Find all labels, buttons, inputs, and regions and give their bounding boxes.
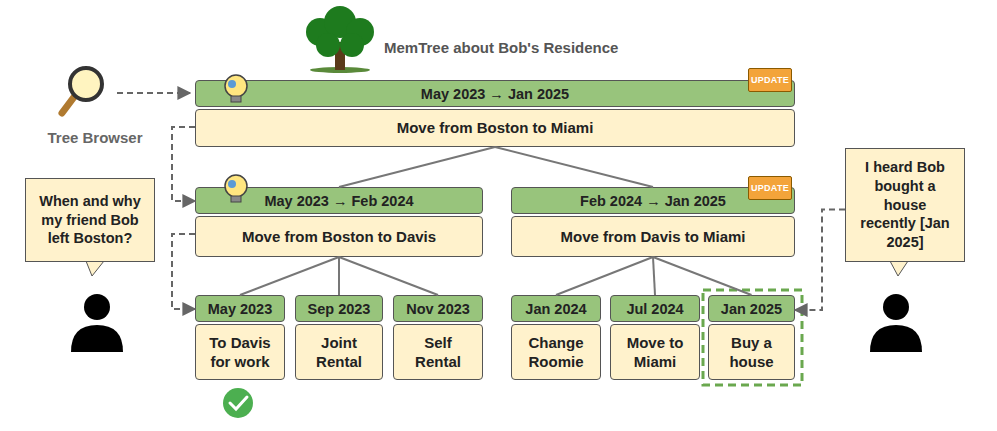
tree-link [653,257,752,295]
time-range: May 2023 [195,295,285,322]
time-range: Sep 2023 [295,295,383,322]
event-text: Move from Boston to Davis [195,216,483,257]
event-text: Move from Boston to Miami [195,109,795,147]
person-box [35,258,160,380]
memory-node: Jan 2025Buy a house [708,295,795,380]
time-range: Jul 2024 [610,295,700,322]
bubble-tail [86,261,104,276]
bubble-tail [890,261,908,276]
person-body [870,325,922,352]
person-head [84,294,110,320]
bulb-gear [228,180,236,188]
speech-text: When and why my friend Bob left Boston? [25,178,155,262]
lightbulb-icon [225,175,247,202]
tree-link [495,147,653,187]
tree-link [338,257,340,295]
browse-arrow [795,210,845,310]
time-range: Jan 2025 [708,295,795,322]
speech-text: I heard Bob bought a house recently [Jan… [845,148,965,262]
person-head [883,294,909,320]
memory-node: May 2023 → Jan 2025Move from Boston to M… [195,80,795,147]
bulb-base [231,196,241,202]
event-text: Change Roomie [511,324,601,380]
tree-foliage [346,18,374,46]
time-range: May 2023 → Jan 2025 [195,80,795,107]
time-range: Nov 2023 [393,295,483,322]
time-range: May 2023 → Feb 2024 [195,187,483,214]
lightbulb-icon [225,75,247,102]
tree-link [240,257,339,295]
tree-link [339,147,495,187]
tree-icon [306,6,374,73]
highlight-frame [703,290,802,385]
speech-bubble: When and why my friend Bob left Boston? [25,178,155,262]
bulb-gear [228,80,236,88]
tree-foliage [316,33,340,57]
memory-node: Jul 2024Move to Miami [610,295,700,380]
person-box [833,258,960,380]
event-text: Self Rental [393,324,483,380]
diagram-title: MemTree about Bob's Residence [384,39,618,56]
memory-node: Nov 2023Self Rental [393,295,483,380]
speech-bubble: I heard Bob bought a house recently [Jan… [845,148,965,262]
magnifier-lens [70,68,102,100]
check-mark [230,397,247,409]
browse-arrow [172,234,195,309]
tree-link [339,257,438,295]
tree-trunk [335,42,345,70]
event-text: Buy a house [708,324,795,380]
check-circle [223,388,253,418]
event-text: Move from Davis to Miami [511,216,795,257]
tree-ground [310,67,370,73]
update-badge: UPDATE [748,68,792,92]
tool-label: Tree Browser [40,126,150,148]
memory-node: May 2023 → Feb 2024Move from Boston to D… [195,187,483,257]
person-body [71,325,123,352]
event-text: To Davis for work [195,324,285,380]
bulb-glass [225,175,247,197]
memory-node: Jan 2024Change Roomie [511,295,601,380]
memory-node: Sep 2023Joint Rental [295,295,383,380]
event-text: Joint Rental [295,324,383,380]
tree-foliage [324,6,356,38]
tree-link [653,257,655,295]
memory-node: May 2023To Davis for work [195,295,285,380]
tree-link [556,257,653,295]
bulb-base [231,96,241,102]
tree-foliage [306,18,334,46]
magnifier-icon [62,68,102,113]
update-badge: UPDATE [748,176,792,200]
tree-foliage [340,33,364,57]
bulb-glass [225,75,247,97]
time-range: Jan 2024 [511,295,601,322]
event-text: Move to Miami [610,324,700,380]
browse-arrow [172,127,195,201]
browser-arrow [117,92,190,94]
magnifier-handle [62,97,74,113]
